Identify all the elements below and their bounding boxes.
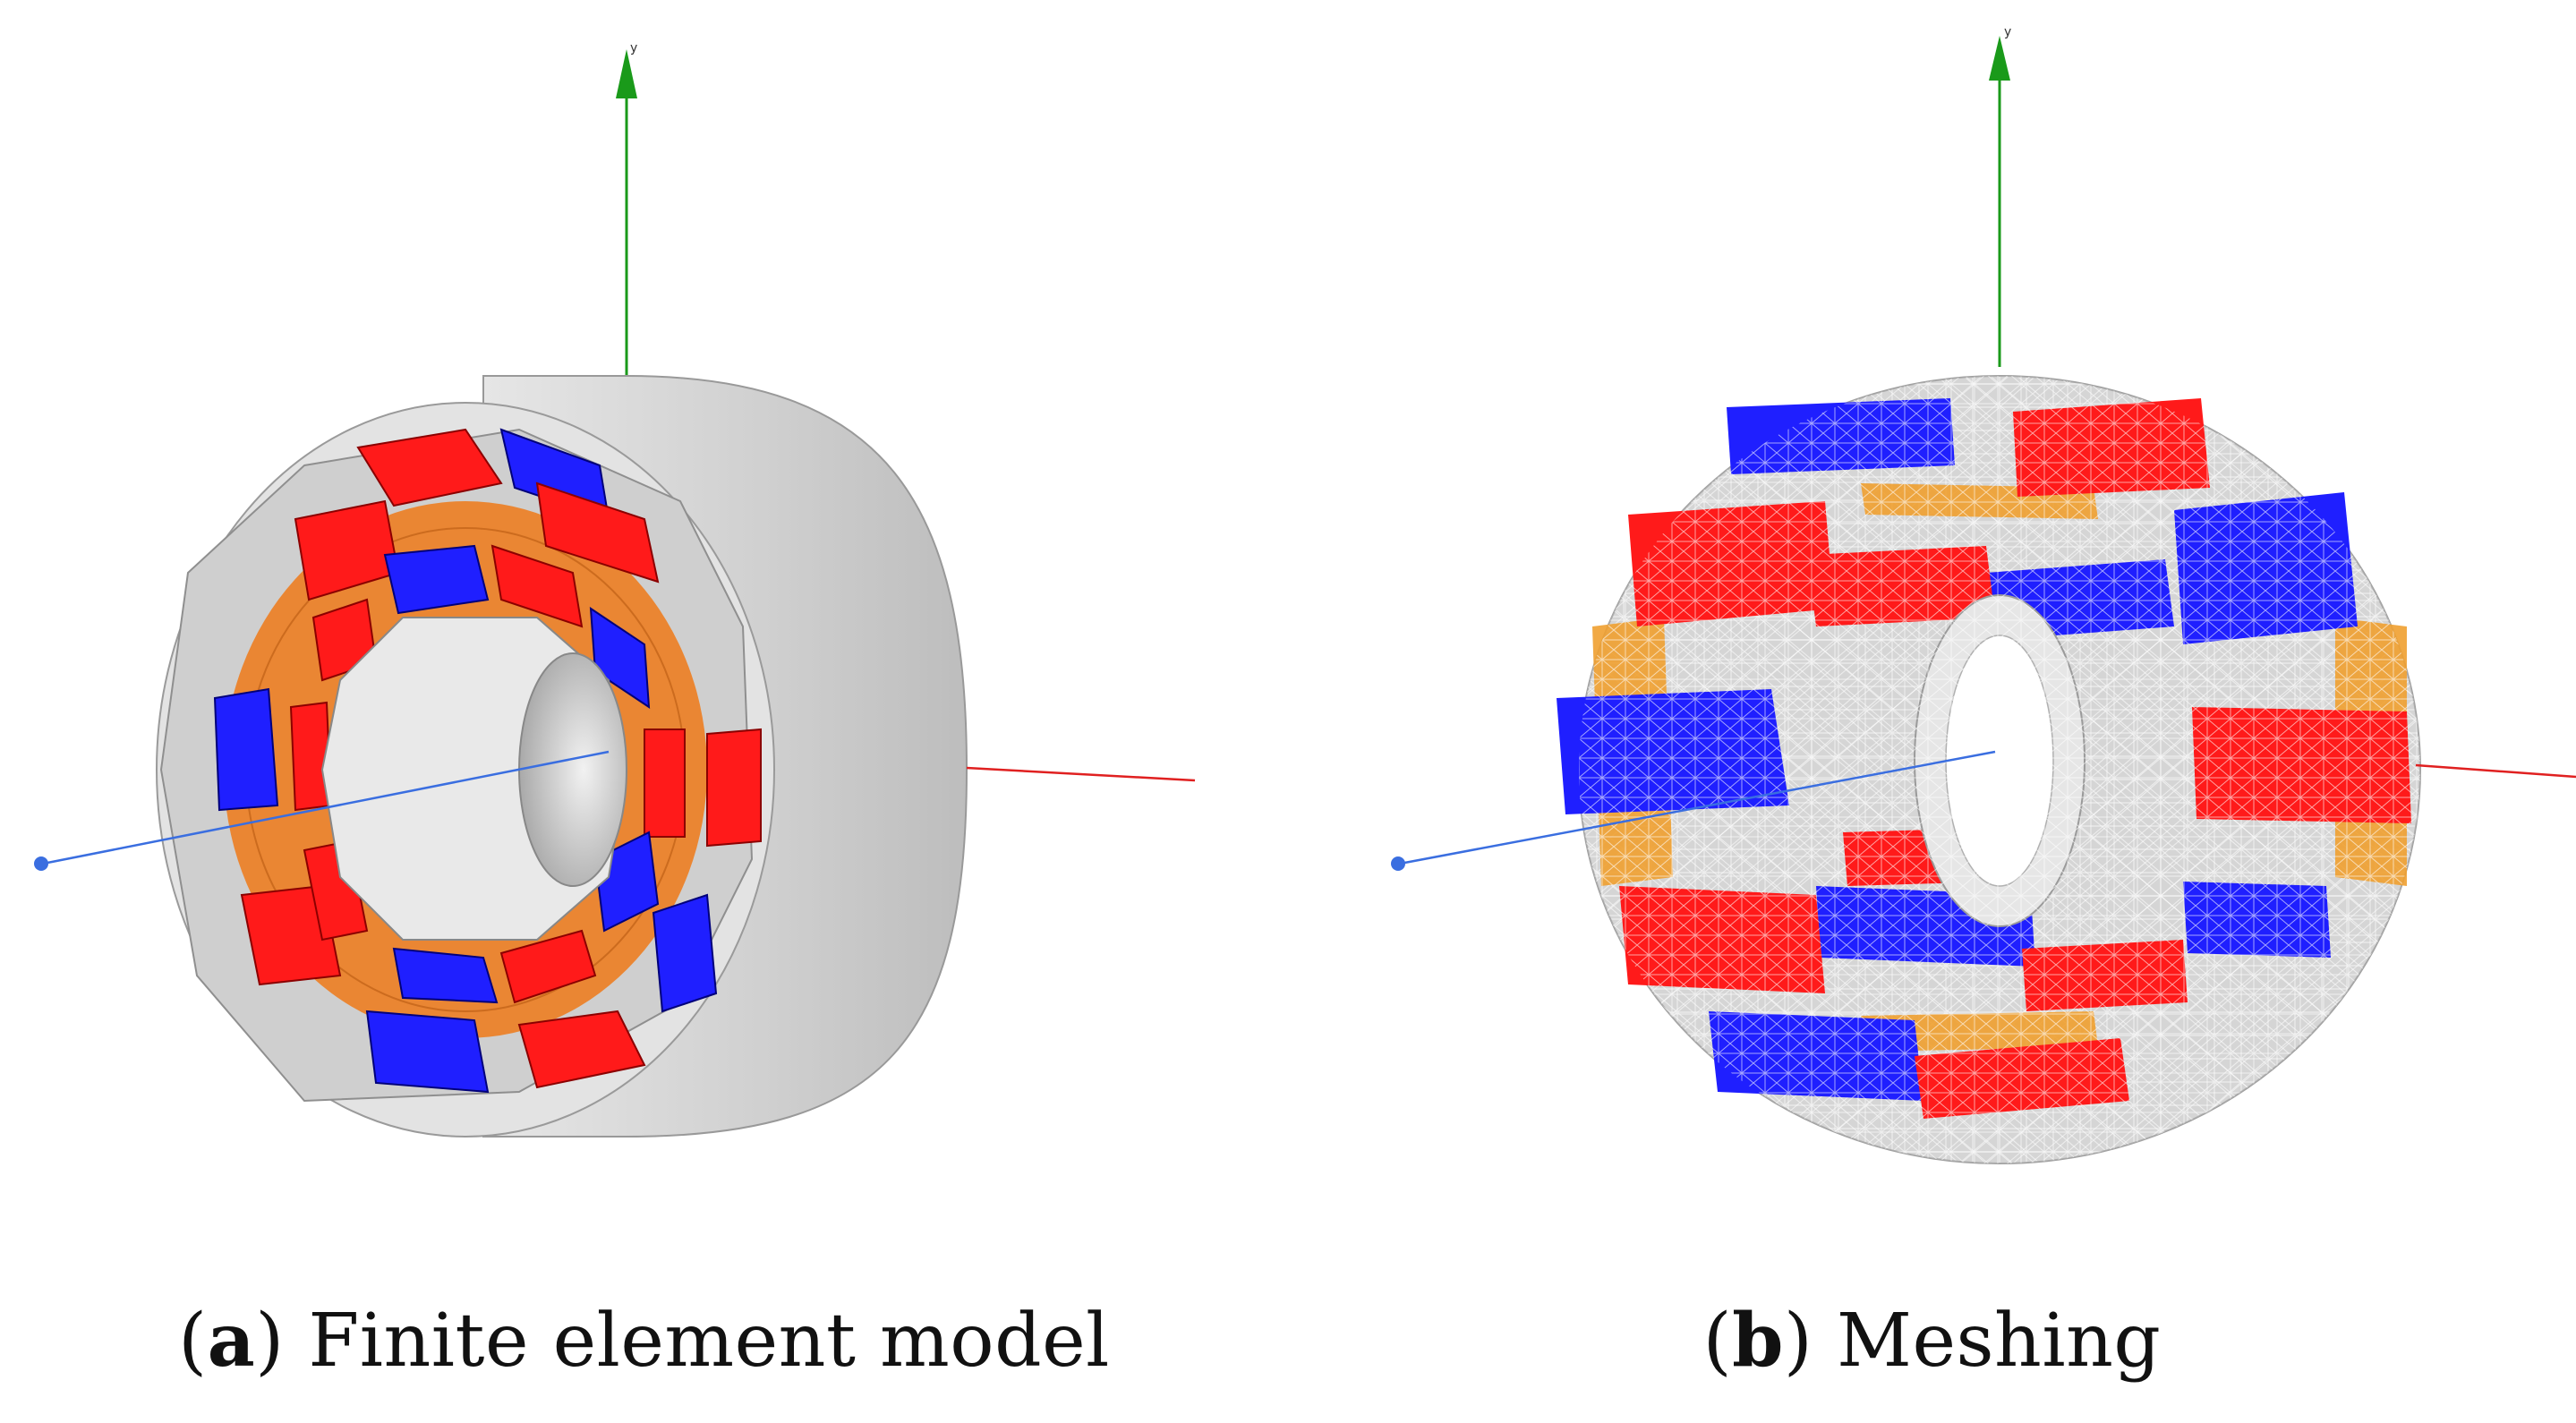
magnet-red xyxy=(490,544,584,628)
mesh-overlay xyxy=(1579,376,2420,1163)
magnet-red xyxy=(517,1010,646,1089)
inner-bore-hole xyxy=(518,652,627,887)
x-axis-line xyxy=(966,766,1196,782)
magnet-red xyxy=(356,428,503,507)
axis-y-label: y xyxy=(630,41,637,55)
axis-origin-marker-icon xyxy=(1391,856,1405,871)
magnet-blue xyxy=(652,893,718,1013)
magnet-blue xyxy=(213,687,279,812)
caption-b-text: Meshing xyxy=(1836,1299,2162,1384)
z-axis-line xyxy=(1399,750,1996,865)
inner-magnet-ring xyxy=(289,544,686,1004)
x-axis-line xyxy=(2415,763,2576,779)
caption-a-letter: a xyxy=(207,1298,256,1384)
magnet-red xyxy=(499,929,597,1004)
axis-y-label: y xyxy=(2004,25,2011,39)
axis-y-arrow-icon xyxy=(616,49,637,98)
finite-element-model-view: y xyxy=(34,41,1196,1138)
meshing-view: y xyxy=(1391,25,2576,1164)
caption-a: (a) Finite element model xyxy=(178,1298,1110,1384)
caption-b: (b) Meshing xyxy=(1702,1298,2162,1384)
magnet-blue xyxy=(383,544,490,615)
panel-b: y xyxy=(1288,0,2576,1423)
axis-origin-marker-icon xyxy=(34,856,48,871)
magnet-red xyxy=(535,481,660,584)
magnet-red xyxy=(644,729,686,838)
magnet-blue xyxy=(589,607,651,709)
panel-a: y xyxy=(34,41,1196,1384)
magnet-blue xyxy=(365,1010,490,1094)
caption-a-text: Finite element model xyxy=(308,1299,1110,1384)
outer-magnet-ring xyxy=(213,428,762,1094)
magnet-blue xyxy=(392,947,499,1004)
axis-y-arrow-icon xyxy=(1989,36,2010,81)
caption-b-letter: b xyxy=(1732,1298,1784,1384)
magnet-red xyxy=(706,728,762,848)
z-axis-line xyxy=(42,750,610,865)
